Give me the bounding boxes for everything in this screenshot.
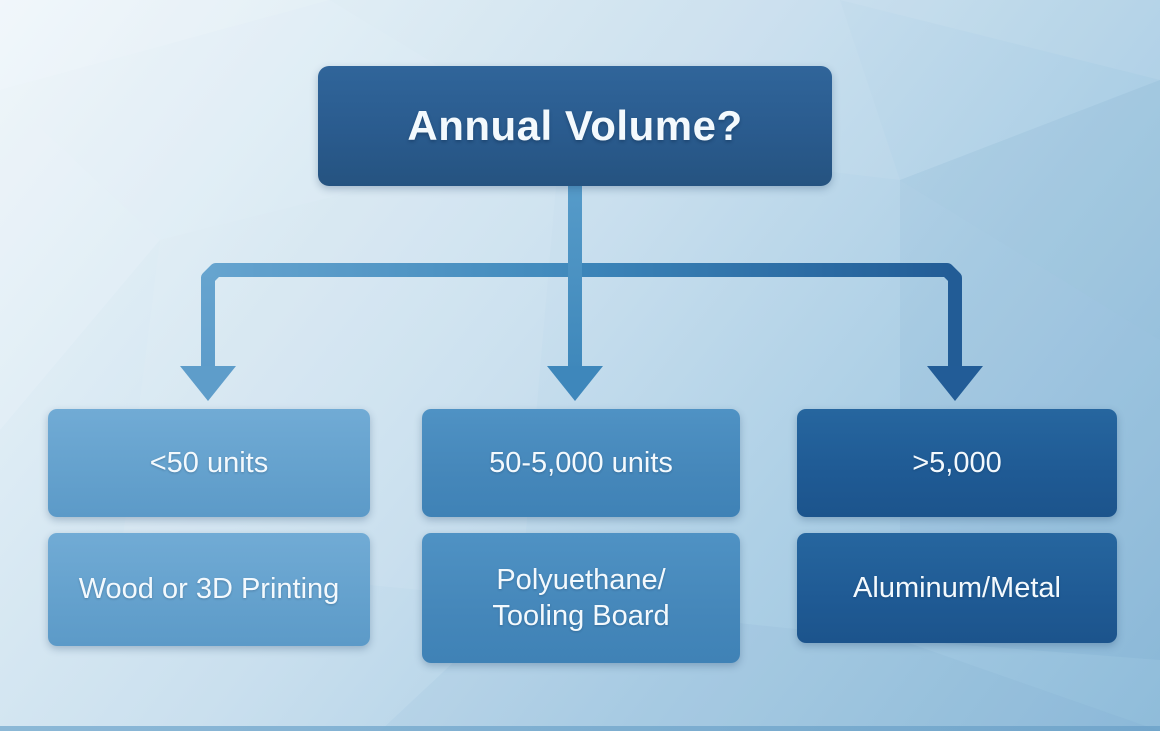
branch-low-volume-result-box: Wood or 3D Printing bbox=[48, 533, 370, 646]
arrowhead-right-icon bbox=[927, 366, 983, 401]
branch-mid-volume-condition-label: 50-5,000 units bbox=[489, 446, 673, 479]
branch-high-volume-condition-label: >5,000 bbox=[912, 446, 1002, 479]
bottom-edge-strip bbox=[0, 726, 1160, 731]
facet bbox=[0, 90, 160, 430]
arrowhead-left-icon bbox=[180, 366, 236, 401]
branch-mid-volume-result-label: Polyuethane/ Tooling Board bbox=[492, 563, 670, 632]
branch-high-volume-condition-box: >5,000 bbox=[797, 409, 1117, 517]
facet bbox=[0, 0, 560, 240]
arrowhead-center-icon bbox=[547, 366, 603, 401]
facet bbox=[900, 80, 1160, 340]
branch-high-volume-result-box: Aluminum/Metal bbox=[797, 533, 1117, 643]
branch-high-volume-result-label: Aluminum/Metal bbox=[853, 571, 1061, 604]
connector-right-elbow bbox=[575, 263, 962, 368]
branch-low-volume-condition-label: <50 units bbox=[149, 446, 269, 479]
branch-low-volume-condition-box: <50 units bbox=[48, 409, 370, 517]
branch-mid-volume-result-box: Polyuethane/ Tooling Board bbox=[422, 533, 740, 663]
branch-mid-volume-condition-box: 50-5,000 units bbox=[422, 409, 740, 517]
root-question-label: Annual Volume? bbox=[407, 102, 743, 149]
root-question-box: Annual Volume? bbox=[318, 66, 832, 186]
branch-low-volume-result-label: Wood or 3D Printing bbox=[78, 573, 340, 606]
facet bbox=[840, 0, 1160, 80]
connector-left-elbow bbox=[201, 263, 575, 368]
facet bbox=[0, 0, 330, 90]
